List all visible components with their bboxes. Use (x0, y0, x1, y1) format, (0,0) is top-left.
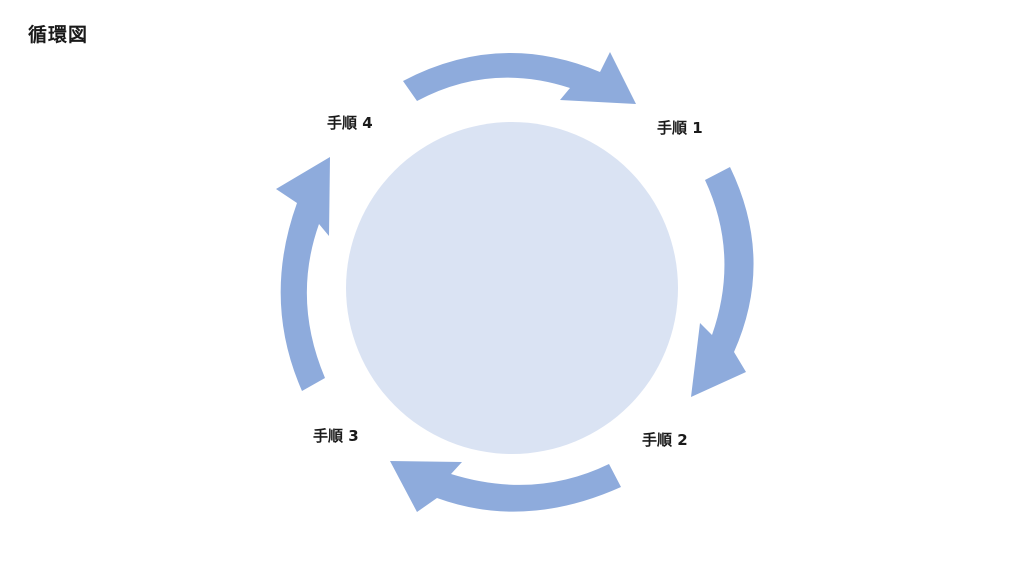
page-title: 循環図 (28, 24, 89, 46)
cycle-arrow-1 (403, 52, 636, 104)
cycle-arrow-3 (390, 461, 621, 512)
arrows-group (276, 52, 754, 512)
step-label-1: 手順 1 (657, 119, 703, 137)
cycle-arrow-4 (276, 157, 330, 391)
step-label-2: 手順 2 (642, 431, 688, 449)
center-circle (346, 122, 678, 454)
cycle-arrow-2 (691, 167, 754, 397)
step-label-4: 手順 4 (327, 114, 373, 132)
step-label-3: 手順 3 (313, 427, 359, 445)
